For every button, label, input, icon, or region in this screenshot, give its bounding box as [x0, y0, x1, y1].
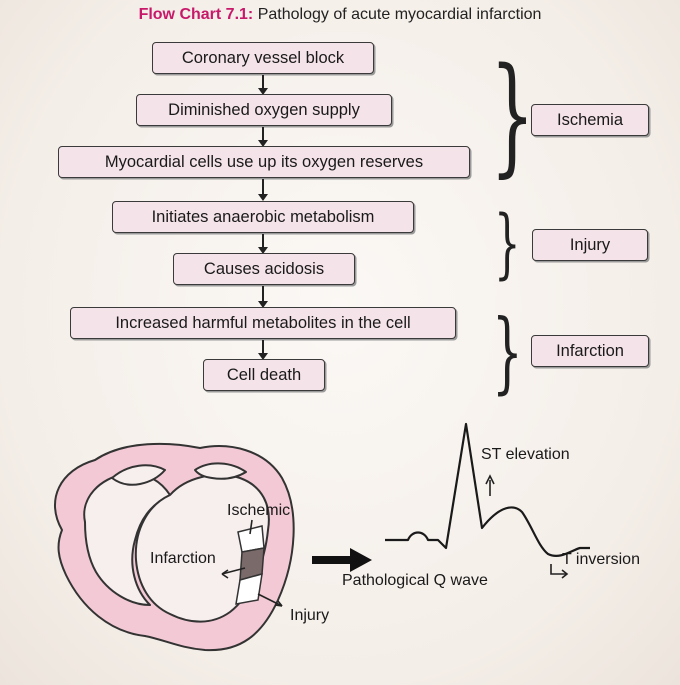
flow-arrow	[258, 75, 268, 95]
flow-step-anaerobic: Initiates anaerobic metabolism	[112, 201, 414, 233]
flow-arrow	[258, 179, 268, 201]
flow-step-cell-death: Cell death	[203, 359, 325, 391]
flow-step-acidosis: Causes acidosis	[173, 253, 355, 285]
flow-arrow	[258, 234, 268, 254]
figure-number: Flow Chart 7.1:	[138, 6, 254, 23]
figure-caption: Pathology of acute myocardial infarction	[257, 6, 542, 23]
figure-title: Flow Chart 7.1: Pathology of acute myoca…	[0, 6, 680, 24]
label-injury: Injury	[290, 607, 330, 624]
flow-step-coronary-block: Coronary vessel block	[152, 42, 374, 74]
flow-step-diminished-oxygen: Diminished oxygen supply	[136, 94, 392, 126]
flow-arrow	[258, 127, 268, 147]
brace-injury: }	[494, 198, 521, 287]
atrium-cavity	[111, 464, 166, 486]
stage-infarction: Infarction	[531, 335, 649, 367]
big-arrow	[312, 548, 372, 572]
left-ventricle-cavity	[134, 473, 270, 623]
injury-zone	[235, 572, 263, 605]
stage-injury: Injury	[532, 229, 648, 261]
label-t-inversion: T inversion	[562, 551, 640, 568]
label-st-elevation: ST elevation	[481, 446, 570, 463]
flow-arrow	[258, 286, 268, 308]
t-arrow	[550, 564, 566, 575]
label-q-wave: Pathological Q wave	[342, 572, 488, 589]
stage-ischemia: Ischemia	[531, 104, 649, 136]
flow-step-metabolites: Increased harmful metabolites in the cel…	[70, 307, 456, 339]
ecg-trace	[385, 422, 590, 557]
brace-infarction: }	[492, 300, 523, 403]
brace-ischemia: }	[490, 41, 535, 190]
valve-cavity	[194, 462, 247, 480]
label-ischemic: Ischemic	[227, 502, 291, 519]
st-arrow	[485, 474, 495, 485]
flow-arrow	[258, 340, 268, 360]
label-infarction: Infarction	[150, 550, 216, 567]
flow-step-oxygen-reserves: Myocardial cells use up its oxygen reser…	[58, 146, 470, 178]
